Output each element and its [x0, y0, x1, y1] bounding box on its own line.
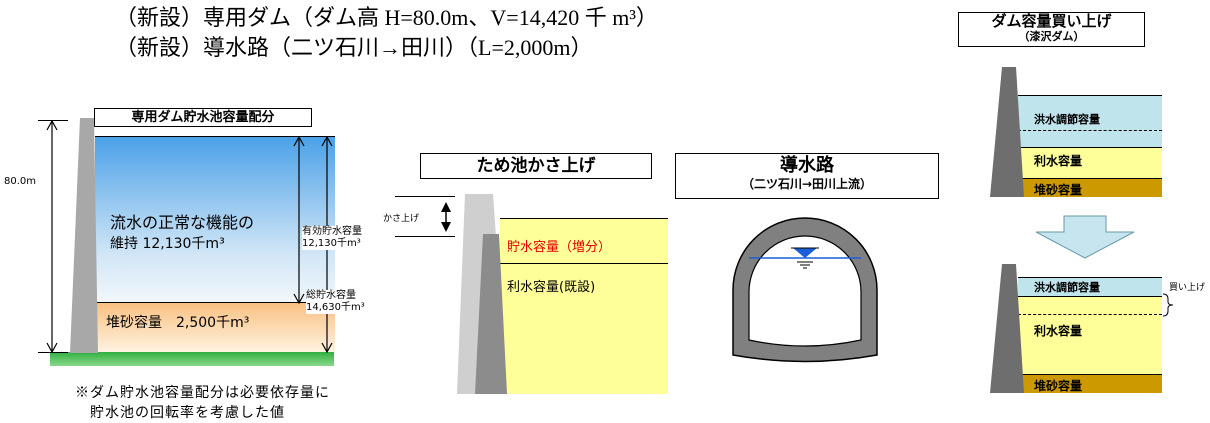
tunnel-panel-subtitle: （二ツ石川→田川上流） — [741, 177, 873, 191]
after-sediment-line — [1018, 374, 1162, 375]
pond-new-top-line — [500, 218, 668, 219]
effective-volume-label-2: 12,130千m³ — [302, 238, 361, 249]
total-volume-label: 総貯水容量 14,630千m³ — [306, 290, 365, 314]
before-water-line — [1018, 147, 1162, 148]
pond-water-fill — [500, 219, 668, 394]
pond-raise-label: かさ上げ — [383, 214, 420, 224]
after-sediment-label: 堆砂容量 — [1034, 379, 1083, 393]
before-water-fill-lower — [1018, 147, 1162, 178]
dam-panel-title: 専用ダム貯水池容量配分 — [131, 110, 275, 125]
total-volume-label-2: 14,630千m³ — [306, 302, 365, 313]
buyout-panel-title: ダム容量買い上げ — [991, 12, 1112, 30]
dam-body — [70, 118, 98, 353]
after-water-fill — [1018, 296, 1162, 374]
pond-raise-bottom-tick — [395, 236, 455, 237]
dam-height-arrow — [46, 120, 58, 353]
header-line-2: （新設）導水路（二ツ石川→田川）（L=2,000m） — [115, 35, 593, 60]
buyout-label: 買い上げ — [1169, 283, 1206, 293]
reservoir-top-line — [95, 136, 335, 137]
header-line-1: （新設）専用ダム（ダム高 H=80.0m、V=14,420 千 m³） — [115, 5, 658, 30]
pond-raise-arrow — [441, 202, 451, 232]
after-sediment-fill — [1018, 374, 1162, 393]
tunnel-panel-title: 導水路 — [780, 155, 834, 176]
before-flood-fill — [1018, 95, 1162, 147]
dam-note-2: 貯水池の回転率を考慮した値 — [90, 406, 285, 421]
before-flood-label: 洪水調節容量 — [1034, 113, 1100, 126]
dam-height-label: 80.0m — [4, 176, 37, 187]
after-flood-line — [1018, 296, 1162, 297]
dam-height-top-tick — [38, 120, 68, 121]
ground — [50, 352, 334, 366]
reservoir-sediment-line — [95, 302, 335, 303]
before-sediment-fill — [1018, 178, 1162, 197]
buyout-brace — [1162, 293, 1174, 317]
pond-dam-body — [457, 194, 507, 394]
before-water-label: 利水容量 — [1034, 154, 1083, 168]
tunnel-cross-section — [732, 217, 878, 363]
pond-panel-title: ため池かさ上げ — [476, 156, 596, 176]
total-volume-label-1: 総貯水容量 — [306, 290, 356, 301]
pond-lower-label: 利水容量(既設) — [507, 280, 596, 295]
upper-volume-label-1: 流水の正常な機能の — [110, 213, 255, 232]
before-top-line — [1018, 95, 1162, 96]
pond-panel-title-box: ため池かさ上げ — [420, 153, 652, 179]
effective-volume-label-1: 有効貯水容量 — [302, 226, 362, 237]
dam-note-1: ※ダム貯水池容量配分は必要依存量に — [75, 386, 330, 401]
reservoir-upper-fill — [95, 136, 335, 302]
dam-height-bottom-tick — [38, 352, 68, 353]
after-water-label: 利水容量 — [1034, 324, 1083, 338]
after-flood-fill — [1018, 277, 1162, 296]
upper-volume-label-2: 維持 12,130千m³ — [110, 236, 225, 252]
before-flood-dash — [1018, 130, 1162, 131]
before-sediment-label: 堆砂容量 — [1034, 183, 1083, 197]
pond-raise-top-tick — [395, 196, 455, 197]
pond-upper-label: 貯水容量（増分） — [507, 240, 612, 255]
down-arrow — [1035, 215, 1135, 259]
after-dam-body — [990, 264, 1024, 393]
dam-panel-title-box: 専用ダム貯水池容量配分 — [94, 108, 312, 127]
before-sediment-line — [1018, 178, 1162, 179]
buyout-panel-subtitle: （漆沢ダム） — [1018, 30, 1085, 43]
sediment-volume-label: 堆砂容量 2,500千m³ — [106, 315, 250, 331]
after-water-dash — [1018, 314, 1162, 315]
after-flood-label: 洪水調節容量 — [1034, 281, 1100, 294]
before-dam-body — [990, 67, 1024, 197]
buyout-panel-title-box: ダム容量買い上げ （漆沢ダム） — [958, 12, 1145, 47]
tunnel-panel-title-box: 導水路 （二ツ石川→田川上流） — [675, 153, 939, 199]
reservoir-sediment-fill — [95, 302, 335, 352]
after-top-line — [1018, 277, 1162, 278]
effective-volume-arrow — [293, 136, 305, 304]
effective-volume-label: 有効貯水容量 12,130千m³ — [302, 226, 362, 250]
pond-old-top-line — [500, 263, 668, 264]
